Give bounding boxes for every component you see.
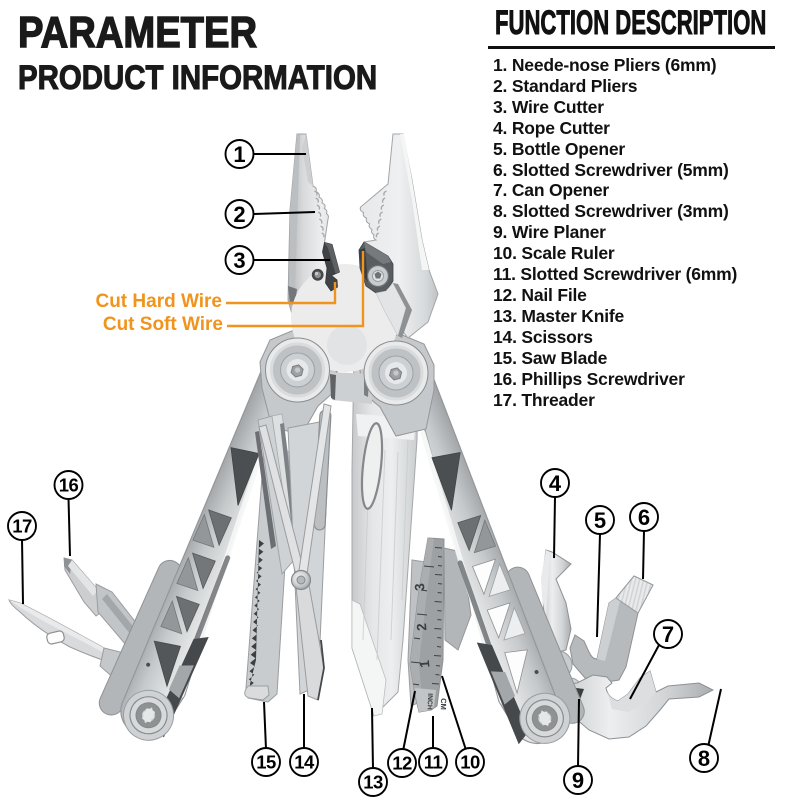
svg-text:7: 7 [662,622,674,647]
svg-text:CM: CM [439,698,448,710]
svg-text:3: 3 [233,248,245,273]
svg-text:15: 15 [256,752,276,773]
svg-text:1: 1 [417,659,433,668]
svg-text:5: 5 [594,508,606,533]
svg-text:11: 11 [424,752,443,773]
svg-text:16: 16 [59,475,79,496]
svg-text:17: 17 [12,516,32,537]
svg-text:INCH: INCH [426,693,434,710]
svg-text:4: 4 [549,471,562,496]
svg-text:9: 9 [572,768,584,793]
svg-text:13: 13 [363,772,383,793]
svg-text:10: 10 [460,752,480,773]
svg-text:6: 6 [638,505,650,530]
svg-text:12: 12 [392,753,412,774]
svg-text:2: 2 [414,623,430,632]
svg-text:14: 14 [294,752,315,773]
svg-text:3: 3 [412,582,428,591]
svg-text:2: 2 [233,202,245,227]
svg-text:8: 8 [698,746,710,771]
svg-text:1: 1 [233,142,245,167]
